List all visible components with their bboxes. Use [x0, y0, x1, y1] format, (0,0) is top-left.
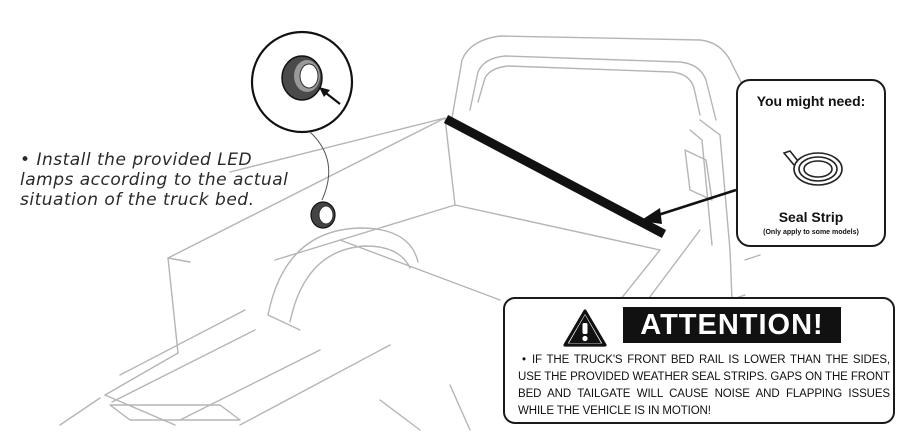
seal-strip-highlight	[443, 115, 667, 238]
led-lamp-callout	[250, 30, 354, 134]
instruction-bullet: •	[20, 150, 31, 170]
seal-strip-label: Seal Strip	[778, 209, 844, 225]
callout-leader-line	[309, 131, 330, 201]
attention-panel: ATTENTION! •IF THE TRUCK'S FRONT BED RAI…	[503, 297, 895, 424]
attention-body: IF THE TRUCK'S FRONT BED RAIL IS LOWER T…	[518, 354, 890, 417]
attention-title: ATTENTION!	[623, 307, 841, 343]
instruction-body: Install the provided LED lamps according…	[20, 150, 289, 210]
warning-triangle-icon	[563, 309, 607, 347]
seal-strip-coil-icon	[782, 150, 843, 186]
instruction-text: • Install the provided LED lamps accordi…	[20, 150, 295, 210]
attention-bullet: •	[522, 354, 526, 366]
led-lamp-icon	[310, 201, 336, 229]
you-might-need-panel: You might need: Seal Strip (Only apply t…	[736, 79, 886, 247]
pointer-arrow	[640, 188, 737, 224]
seal-strip-note: (Only apply to some models)	[763, 229, 859, 236]
you-might-need-title: You might need:	[756, 93, 866, 109]
attention-message: •IF THE TRUCK'S FRONT BED RAIL IS LOWER …	[518, 352, 890, 420]
